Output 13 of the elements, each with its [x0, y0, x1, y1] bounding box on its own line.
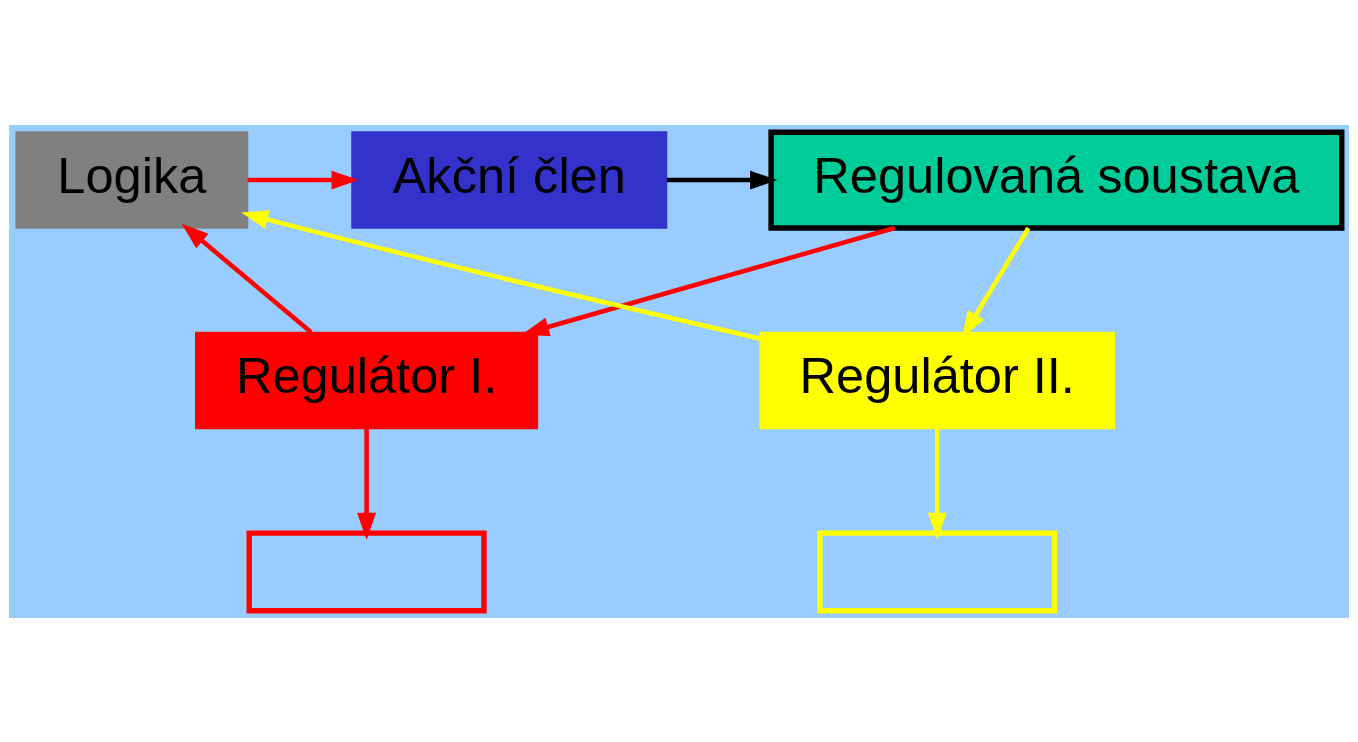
node-box: Regulátor I.	[195, 331, 539, 429]
node-box: Akční člen	[351, 130, 668, 229]
arrow	[927, 428, 947, 540]
arrow	[247, 170, 359, 190]
arrow	[241, 209, 761, 341]
node-box: Regulovaná soustava	[768, 129, 1345, 231]
node-box	[817, 529, 1058, 613]
node-box: Regulátor II.	[759, 331, 1116, 429]
node-box: Logika	[15, 130, 249, 229]
node-box	[246, 529, 487, 613]
arrow	[181, 223, 313, 334]
arrow	[357, 428, 377, 540]
arrow	[666, 170, 778, 190]
